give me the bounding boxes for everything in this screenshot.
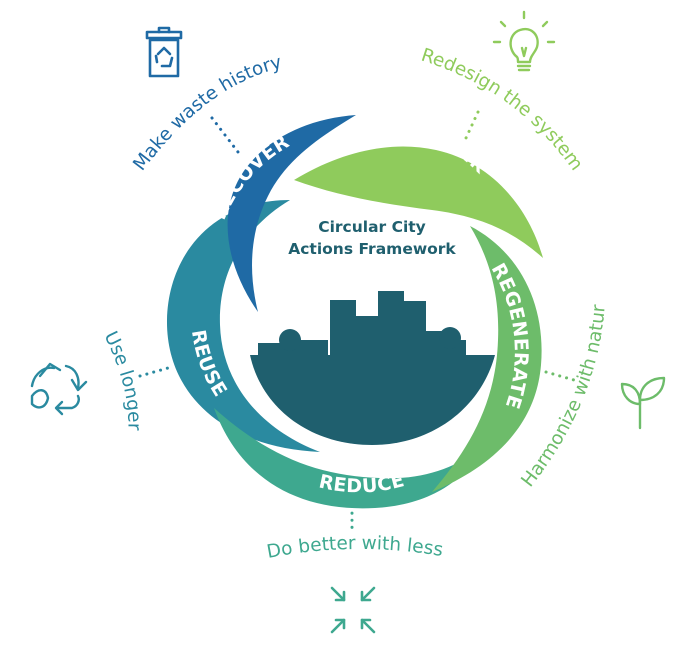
recover-connector — [210, 116, 240, 154]
lightbulb-icon — [492, 10, 556, 72]
reuse-tagline: Use longer — [100, 328, 145, 431]
center-title-line1: Circular City — [318, 218, 426, 236]
rethink-band[interactable] — [294, 146, 543, 258]
sprout-icon — [620, 376, 666, 430]
reuse-connector — [138, 366, 170, 378]
reuse-band[interactable] — [166, 200, 320, 452]
shrink-arrows-icon — [330, 586, 376, 634]
regenerate-band[interactable] — [432, 226, 542, 492]
center-title-line2: Actions Framework — [288, 240, 456, 258]
city-skyline-icon — [250, 291, 495, 445]
regenerate-connector — [544, 370, 576, 382]
rethink-connector — [464, 110, 480, 140]
recycling-bin-icon — [145, 26, 183, 78]
reduce-band[interactable] — [214, 408, 480, 509]
reduce-tagline: Do better with less — [265, 533, 444, 563]
reuse-cycle-icon — [30, 362, 88, 416]
recover-band[interactable] — [227, 115, 356, 312]
